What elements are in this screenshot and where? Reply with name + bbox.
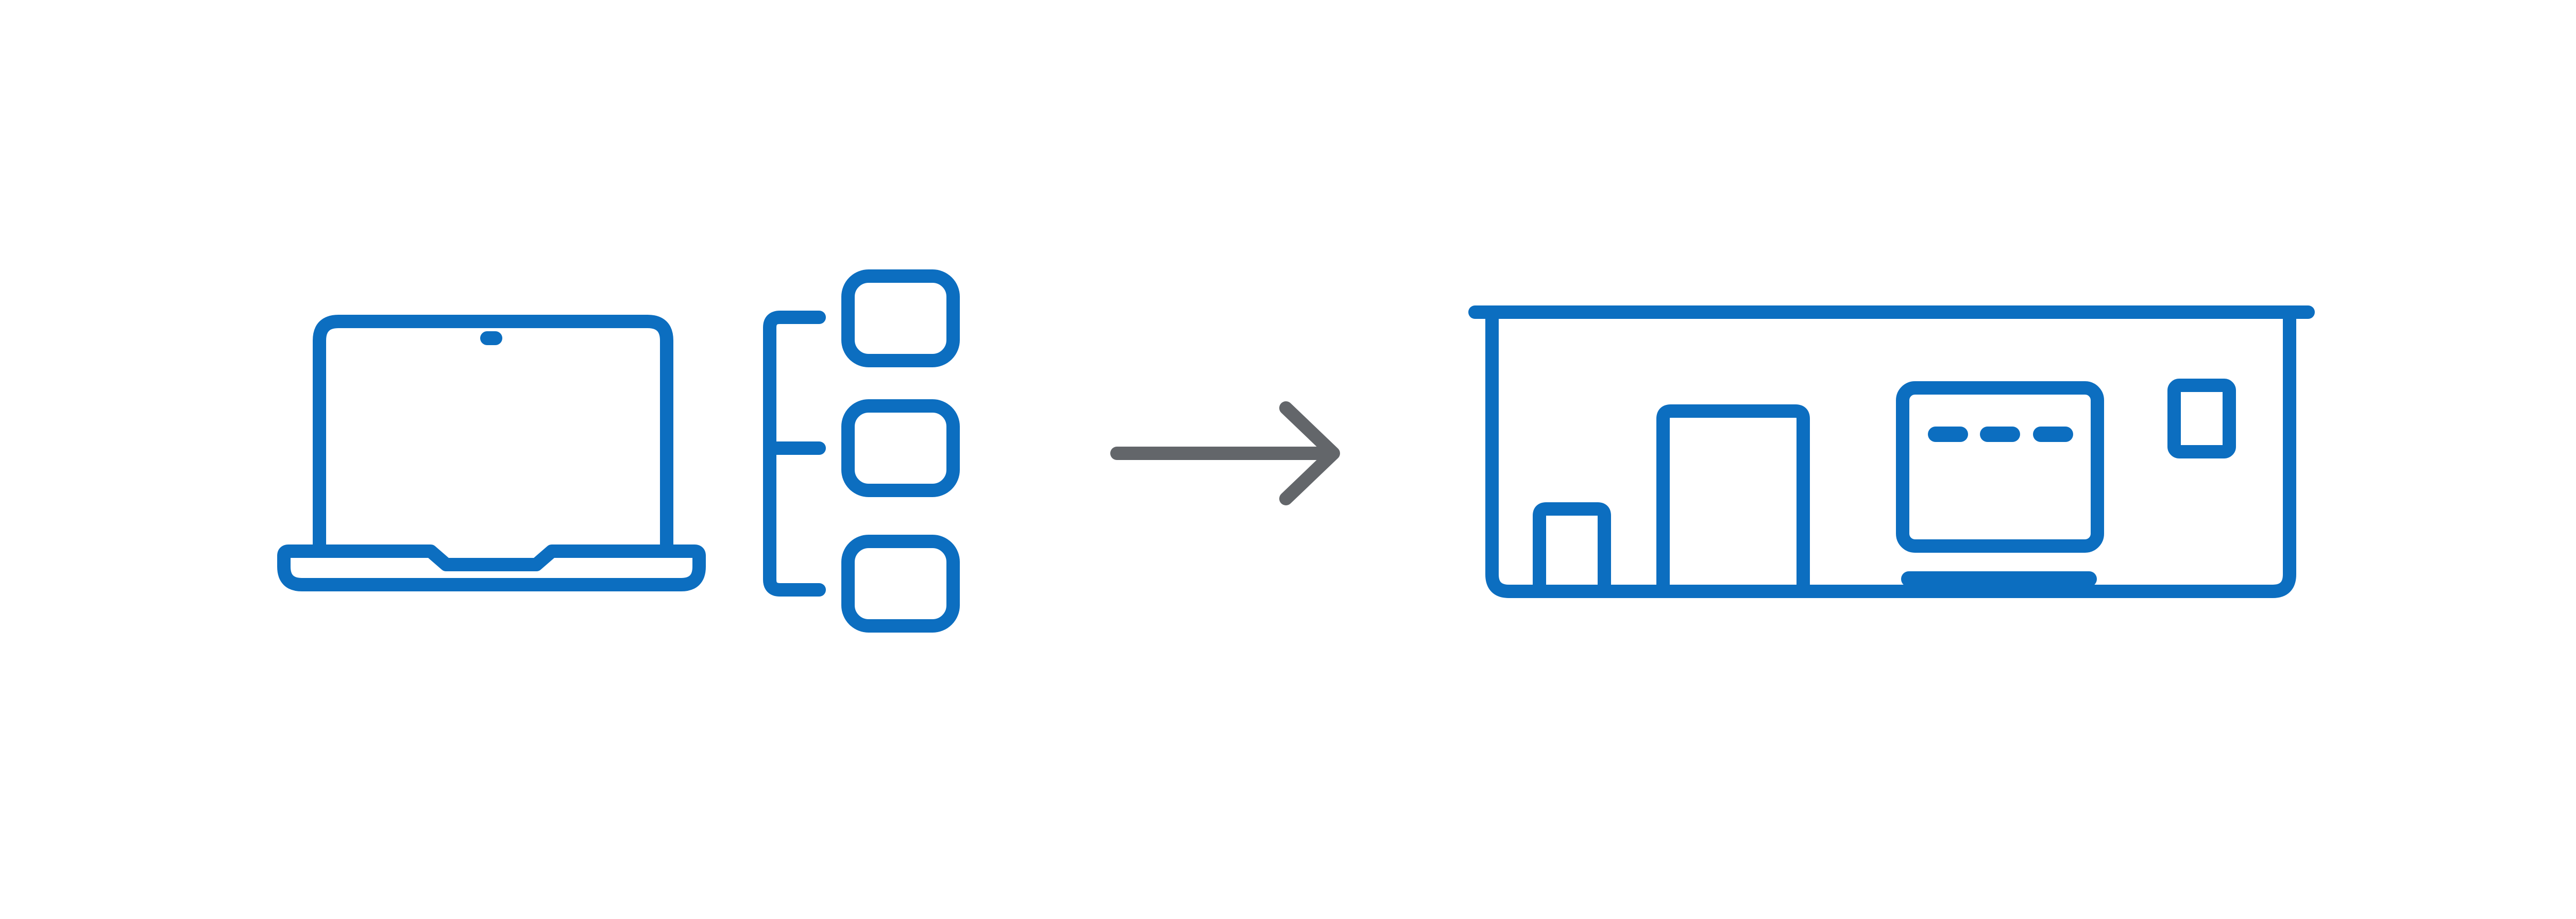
list-box-2: [841, 399, 960, 497]
laptop-base: [277, 544, 706, 591]
sign-dash-1: [1928, 427, 1968, 442]
store-door: [1656, 404, 1810, 591]
laptop-icon: [277, 315, 706, 591]
sign-dash-3: [2033, 427, 2073, 442]
storefront-icon: [1468, 305, 2315, 598]
store-window: [2167, 379, 2236, 458]
sign-dash-2: [1980, 427, 2020, 442]
arrow-head: [1279, 401, 1340, 505]
laptop-screen: [313, 315, 673, 544]
hierarchy-list-icon: [763, 269, 960, 633]
store-small-box: [1533, 502, 1611, 591]
list-box-1: [841, 269, 960, 367]
store-sign: [1896, 381, 2104, 553]
laptop-camera-dot: [480, 331, 502, 345]
list-box-3: [841, 535, 960, 633]
arrow-right-icon: [1110, 401, 1340, 505]
store-walls-floor: [1485, 318, 2296, 598]
